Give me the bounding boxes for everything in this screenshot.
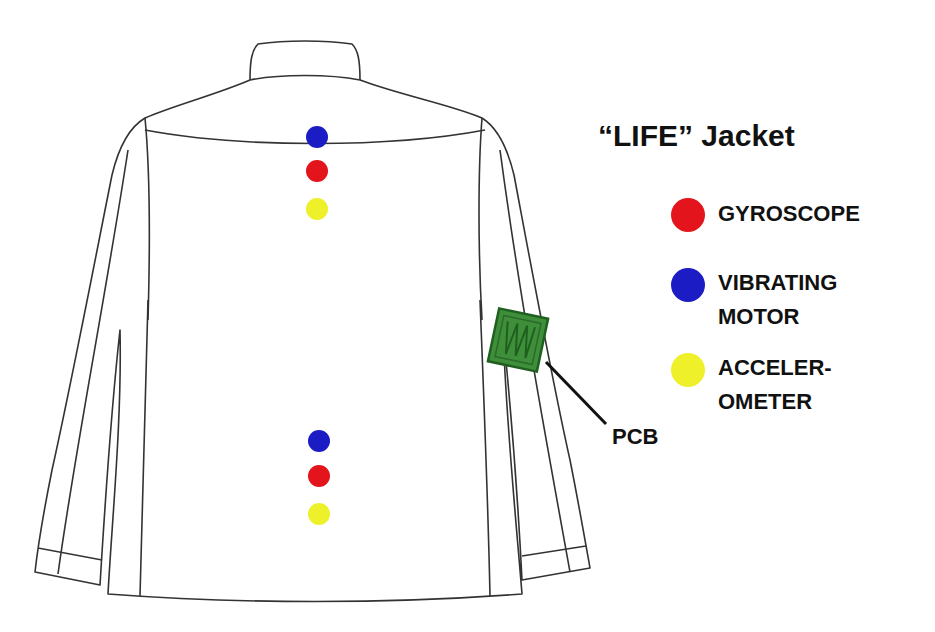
cuff-line	[522, 546, 586, 556]
accelerometer-dot	[308, 503, 330, 525]
collar	[250, 41, 360, 80]
legend-swatch	[671, 353, 705, 387]
side-seam	[140, 300, 148, 596]
legend-text: GYROSCOPE	[718, 197, 918, 231]
accelerometer-dot	[306, 198, 328, 220]
vibrating-motor-dot	[306, 126, 328, 148]
pcb-board	[488, 308, 548, 371]
side-seam	[480, 300, 490, 596]
diagram-title: “LIFE” Jacket	[598, 118, 795, 154]
sensor-dots	[306, 126, 330, 525]
armhole-seam	[145, 118, 149, 320]
legend-swatch	[671, 198, 705, 232]
gyroscope-dot	[308, 465, 330, 487]
cuff-line	[38, 548, 102, 560]
vibrating-motor-dot	[308, 430, 330, 452]
jacket-outline	[35, 41, 590, 602]
legend-text: VIBRATING MOTOR	[718, 266, 868, 334]
sleeve-seam	[58, 150, 128, 574]
gyroscope-dot	[306, 160, 328, 182]
leader-line	[546, 362, 606, 424]
jacket-body	[35, 80, 590, 602]
legend-text: ACCELER- OMETER	[718, 351, 848, 419]
collar-seam	[250, 76, 360, 81]
part-label: PCB	[612, 424, 658, 450]
armhole-seam	[479, 118, 482, 320]
legend-swatch	[671, 268, 705, 302]
